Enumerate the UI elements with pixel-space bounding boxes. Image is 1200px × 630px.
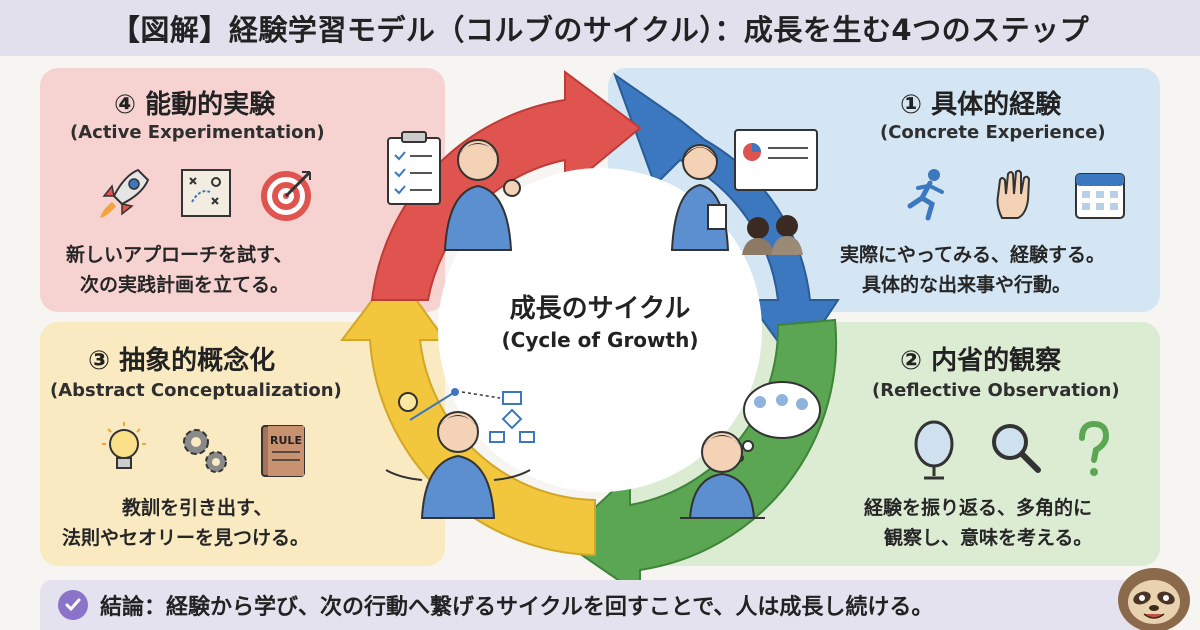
cycle-center-subtitle: (Cycle of Growth) <box>501 328 699 352</box>
cycle-center-title: 成長のサイクル <box>509 294 691 324</box>
sloth-mascot-icon <box>1118 568 1190 630</box>
reflective-observation-heading: ② 内省的観察 <box>900 346 1062 376</box>
thinker-idea-illustration <box>385 388 535 519</box>
active-experimentation-heading: ④ 能動的実験 <box>114 90 276 120</box>
abstract-conceptualization-description: 教訓を引き出す、 法則やセオリーを見つける。 <box>62 497 310 549</box>
page-title: 【図解】経験学習モデル（コルブのサイクル）：成長を生む4つのステップ <box>110 13 1090 47</box>
conclusion-bar: 結論：経験から学び、次の行動へ繋げるサイクルを回すことで、人は成長し続ける。 <box>40 580 1160 630</box>
rocket-icon <box>100 168 150 218</box>
strategy-plan-icon <box>181 169 231 217</box>
question-icon <box>1079 420 1110 476</box>
mirror-icon <box>914 420 954 480</box>
rule-book-icon: RULE <box>261 425 305 477</box>
reflective-observation-description: 経験を振り返る、多角的に 観察し、意味を考える。 <box>864 497 1093 549</box>
presenter-illustration <box>670 129 818 255</box>
active-experimentation-description: 新しいアプローチを試す、 次の実践計画を立てる。 <box>66 244 293 296</box>
abstract-conceptualization-subtitle: (Abstract Conceptualization) <box>50 380 342 401</box>
cycle-arrows <box>339 70 840 597</box>
lightbulb-icon <box>102 422 146 469</box>
conclusion-text: 結論：経験から学び、次の行動へ繋げるサイクルを回すことで、人は成長し続ける。 <box>100 595 934 620</box>
active-experimentation-subtitle: (Active Experimentation) <box>70 122 325 143</box>
target-icon <box>261 170 312 221</box>
running-person-icon <box>907 169 944 221</box>
concrete-experience-description: 実際にやってみる、経験する。 具体的な出来事や行動。 <box>840 244 1106 296</box>
concrete-experience-heading: ① 具体的経験 <box>900 90 1062 120</box>
reflective-observation-subtitle: (Reflective Observation) <box>872 380 1120 401</box>
abstract-conceptualization-icons: RULE <box>96 420 312 480</box>
abstract-conceptualization-heading: ③ 抽象的概念化 <box>88 346 276 376</box>
reflective-observation-icons <box>908 420 1116 482</box>
gears-icon <box>183 429 227 473</box>
hand-icon <box>996 169 1031 219</box>
check-icon <box>58 590 88 620</box>
rule-book-label: RULE <box>270 434 302 447</box>
concrete-experience-icons <box>900 166 1128 222</box>
reflecting-person-illustration <box>680 381 821 519</box>
title-bar: 【図解】経験学習モデル（コルブのサイクル）：成長を生む4つのステップ <box>0 0 1200 56</box>
concrete-experience-subtitle: (Concrete Experience) <box>880 122 1106 143</box>
active-experimentation-icons <box>94 162 318 224</box>
planner-illustration <box>387 131 521 251</box>
magnifier-icon <box>992 424 1041 473</box>
calendar-icon <box>1075 173 1125 219</box>
